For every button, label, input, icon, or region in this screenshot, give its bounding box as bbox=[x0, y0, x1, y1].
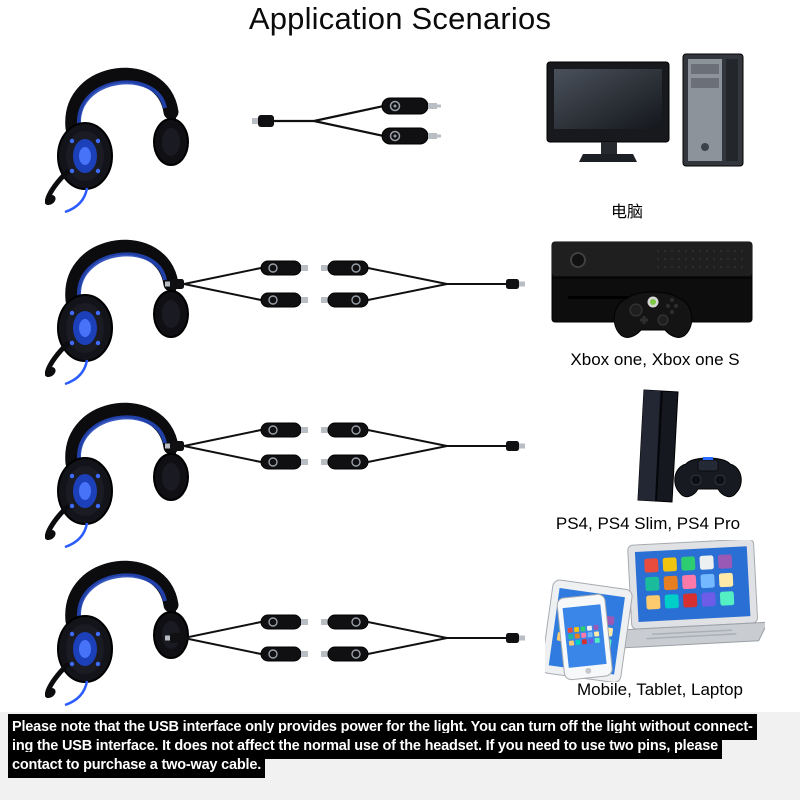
device-label-pc: 电脑 bbox=[610, 204, 643, 221]
y-splitter-cable-icon bbox=[252, 95, 462, 147]
desktop-computer-icon bbox=[545, 52, 755, 197]
splitter-extension-cable-icon bbox=[165, 420, 525, 472]
device-label-ps4: PS4, PS4 Slim, PS4 Pro bbox=[555, 514, 741, 533]
gaming-headset-icon bbox=[45, 50, 195, 215]
splitter-extension-cable-icon bbox=[165, 258, 525, 310]
mobile-tablet-laptop-icon bbox=[545, 540, 765, 682]
device-label-mobile: Mobile, Tablet, Laptop bbox=[576, 680, 744, 699]
ps4-console-icon bbox=[578, 388, 748, 516]
page-title: Application Scenarios bbox=[248, 1, 552, 36]
splitter-extension-cable-icon bbox=[165, 612, 525, 664]
footer-note: Please note that the USB interface only … bbox=[0, 712, 800, 800]
device-label-xbox: Xbox one, Xbox one S bbox=[570, 350, 740, 369]
xbox-console-icon bbox=[548, 238, 758, 356]
footer-text-line-3: contact to purchase a two-way cable. bbox=[8, 752, 266, 778]
